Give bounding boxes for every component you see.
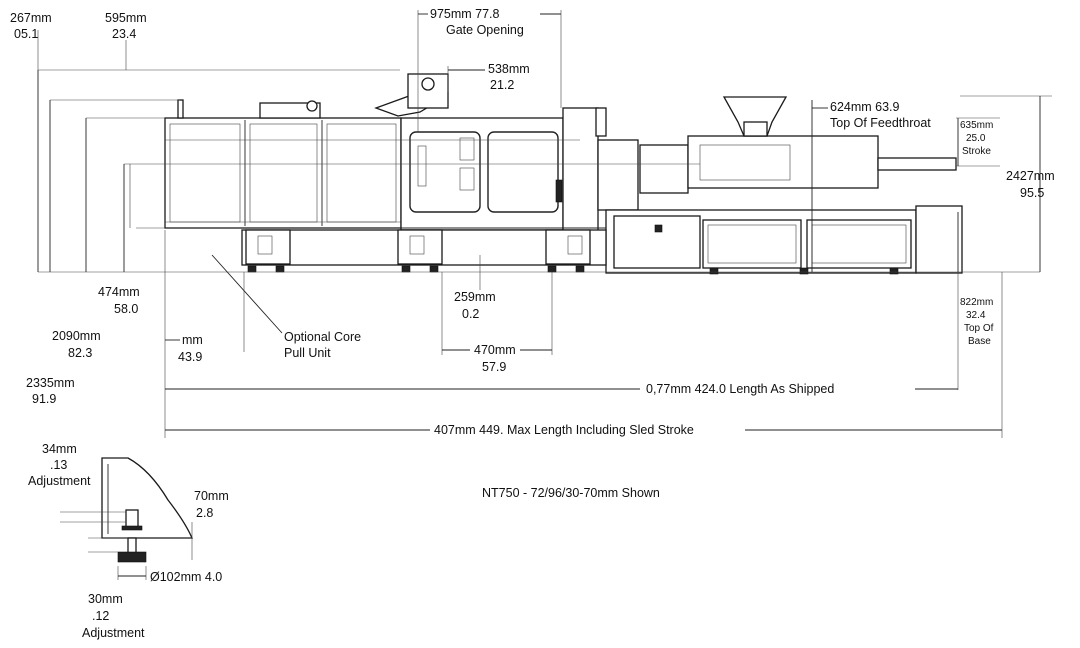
dim-538-mm: 538mm — [488, 62, 530, 76]
dim-2090-mm: 2090mm — [52, 329, 101, 343]
dim-2335-mm: 2335mm — [26, 376, 75, 390]
height-in: 95.5 — [1020, 186, 1044, 200]
adj-34-label: Adjustment — [28, 474, 91, 488]
dim-595-in: 23.4 — [112, 27, 136, 41]
dim-267-mm: 267mm — [10, 11, 52, 25]
feedthroat-mm: 624mm 63.9 — [830, 100, 900, 114]
adj-30-in: .12 — [92, 609, 109, 623]
dim-474-mm: 474mm — [98, 285, 140, 299]
top-base-label-2: Base — [968, 336, 991, 347]
dim-70-mm: 70mm — [194, 489, 229, 503]
annotations: 267mm 05.1 595mm 23.4 975mm 77.8 Gate Op… — [10, 7, 1055, 640]
top-base-label-1: Top Of — [964, 323, 994, 334]
clamp-housing — [164, 117, 402, 229]
gate-area — [400, 117, 564, 231]
dim-474-in: 58.0 — [114, 302, 138, 316]
dim-2090-in: 82.3 — [68, 346, 92, 360]
core-pull-label-1: Optional Core — [284, 330, 361, 344]
top-base-in: 32.4 — [966, 310, 986, 321]
stroke-label: Stroke — [962, 146, 991, 157]
dim-267-in: 05.1 — [14, 27, 38, 41]
machine-outline — [164, 73, 963, 275]
foot-detail — [60, 457, 193, 580]
model-caption: NT750 - 72/96/30-70mm Shown — [482, 486, 660, 500]
injection-unit — [687, 135, 879, 189]
dim-470-in: 57.9 — [482, 360, 506, 374]
sled-rod — [877, 157, 957, 171]
stationary-platen — [562, 107, 599, 234]
dim-259-in: 0.2 — [462, 307, 479, 321]
core-pull-label-2: Pull Unit — [284, 346, 331, 360]
dim-595-mm: 595mm — [105, 11, 147, 25]
dimension-lines — [37, 10, 1052, 438]
feedthroat-label: Top Of Feedthroat — [830, 116, 931, 130]
dim-538-in: 21.2 — [490, 78, 514, 92]
dia-102: Ø102mm 4.0 — [150, 570, 222, 584]
adj-34-mm: 34mm — [42, 442, 77, 456]
dim-470-mm: 470mm — [474, 343, 516, 357]
dim-1mm: mm — [182, 333, 203, 347]
dim-1mm-in: 43.9 — [178, 350, 202, 364]
adj-34-in: .13 — [50, 458, 67, 472]
max-length: 407mm 449. Max Length Including Sled Str… — [434, 423, 694, 437]
dim-259-mm: 259mm — [454, 290, 496, 304]
gate-opening-label: Gate Opening — [446, 23, 524, 37]
top-base-mm: 822mm — [960, 297, 993, 308]
adj-30-mm: 30mm — [88, 592, 123, 606]
height-mm: 2427mm — [1006, 169, 1055, 183]
adj-30-label: Adjustment — [82, 626, 145, 640]
dim-2335-in: 91.9 — [32, 392, 56, 406]
foot-bracket — [101, 457, 193, 539]
length-shipped: 0,77mm 424.0 Length As Shipped — [646, 382, 834, 396]
stroke-in: 25.0 — [966, 133, 986, 144]
gate-opening-mm: 975mm 77.8 — [430, 7, 500, 21]
stroke-mm: 635mm — [960, 120, 993, 131]
dim-70-in: 2.8 — [196, 506, 213, 520]
motor — [915, 205, 963, 274]
